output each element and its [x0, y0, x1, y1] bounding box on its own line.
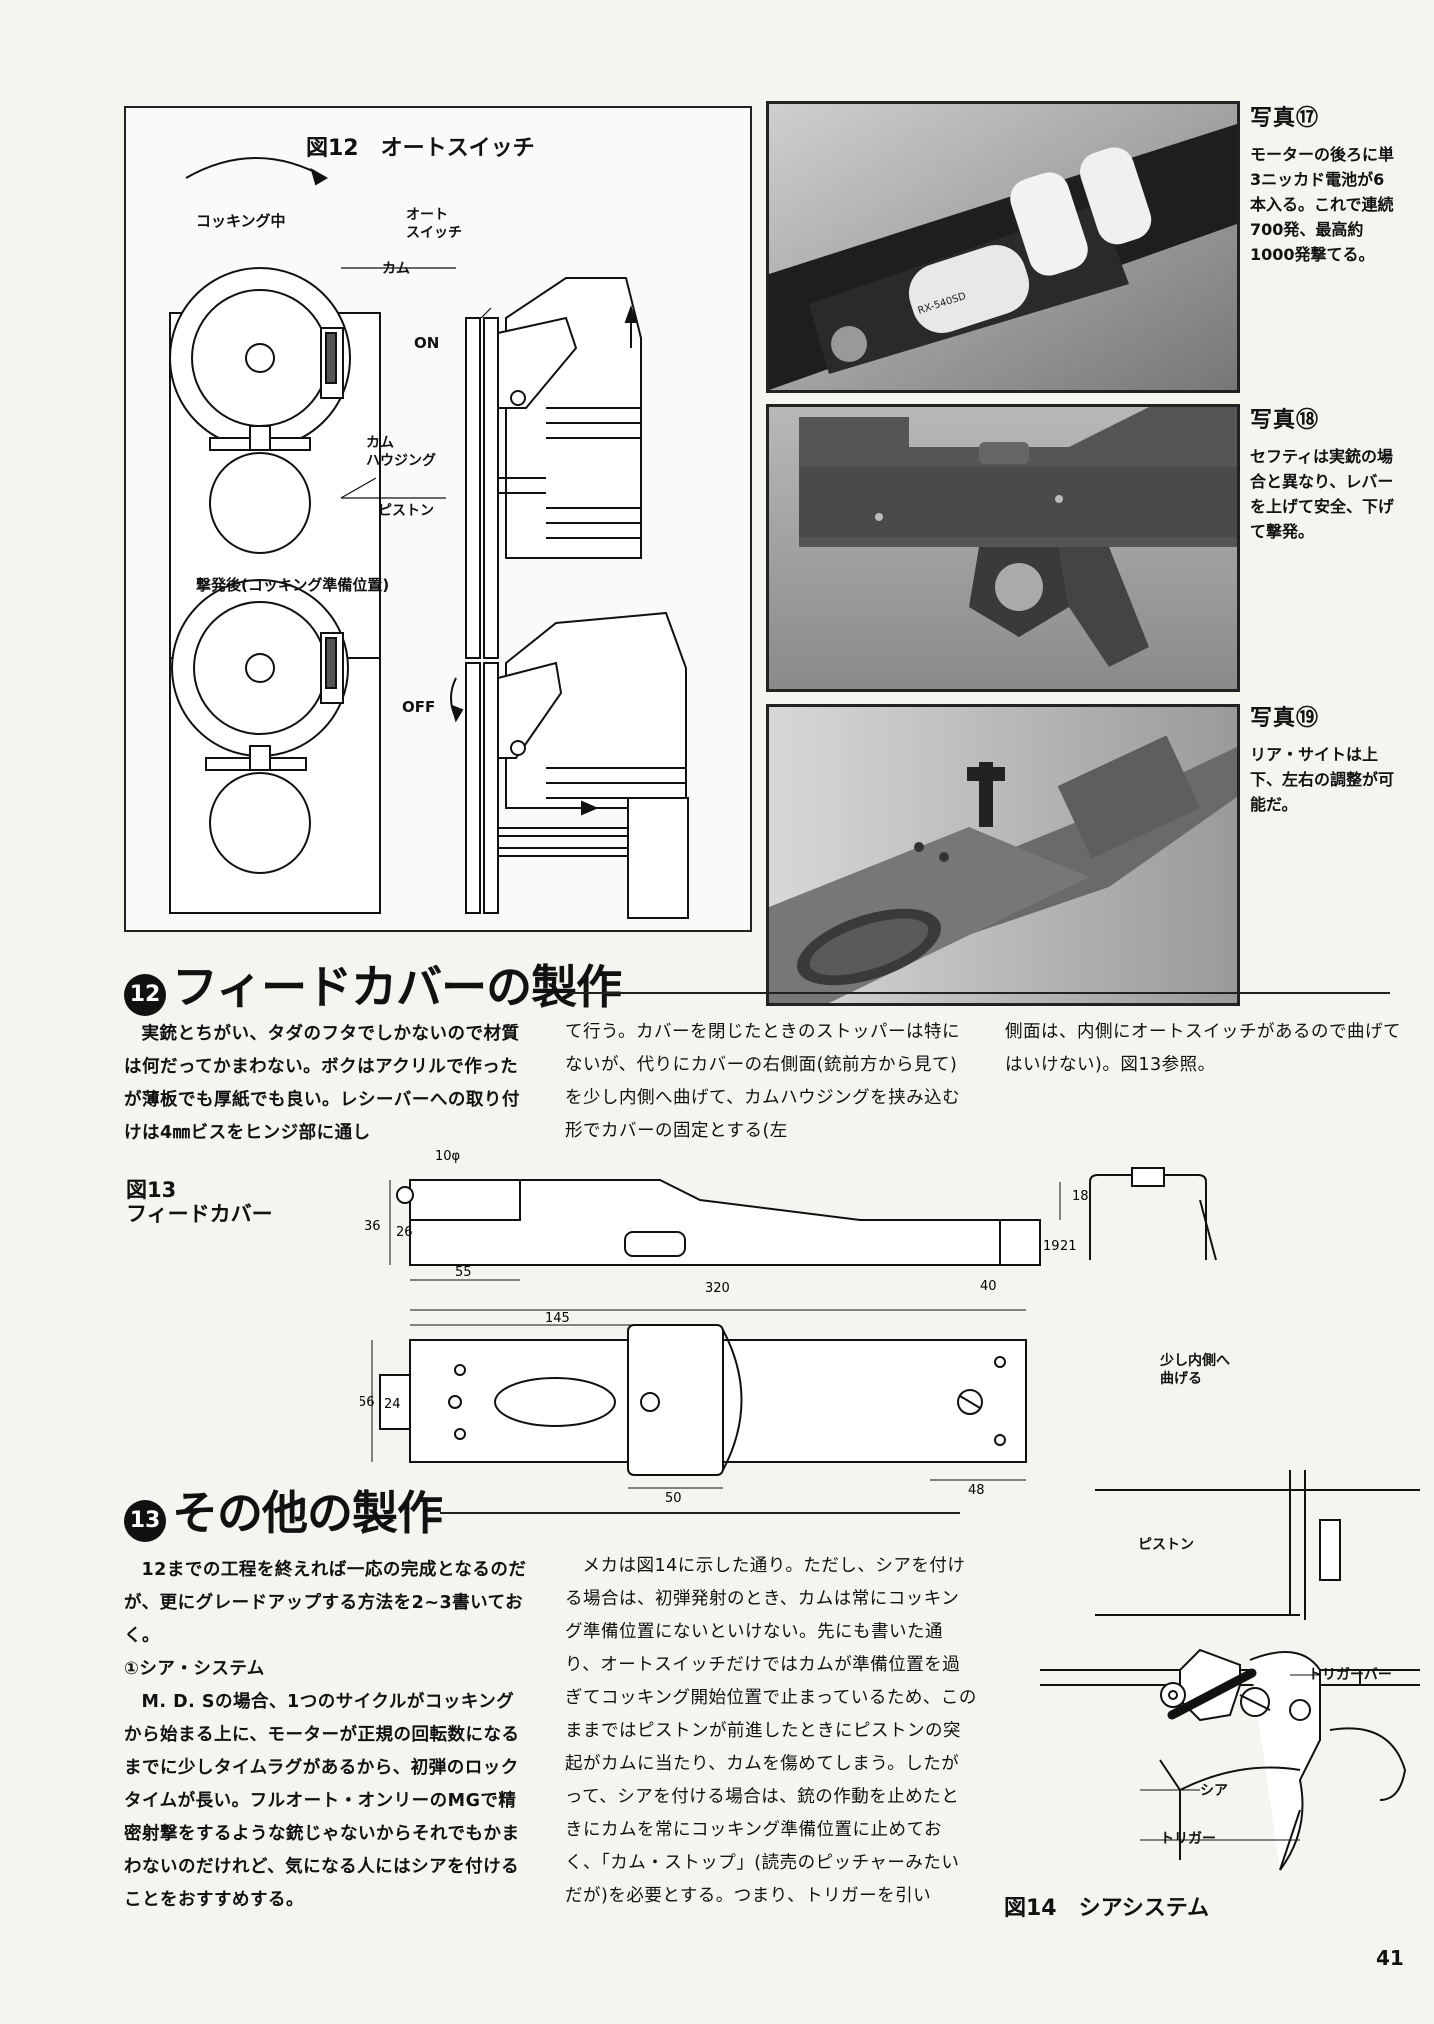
fig14-label-trigger-bar: トリガーバー [1308, 1667, 1392, 1683]
photo-19-title: 写真⑲ [1250, 706, 1320, 731]
section-13-subhead: ①シア・システム [124, 1659, 265, 1679]
dim-56: 56 [360, 1395, 375, 1410]
photo-19-text: リア・サイトは上下、左右の調整が可能だ。 [1250, 745, 1395, 814]
label-auto-switch: オート スイッチ [406, 207, 462, 241]
dim-145: 145 [545, 1311, 570, 1326]
fig14-label-trigger: トリガー [1160, 1831, 1216, 1847]
label-cocking: コッキング中 [196, 212, 286, 230]
section-13-number: 13 [124, 1499, 166, 1542]
figure-12-drawing [169, 157, 689, 919]
dim-26: 26 [396, 1225, 413, 1240]
section-13-body: M. D. Sの場合、1つのサイクルがコッキングから始まる上に、モーターが正規の… [124, 1692, 520, 1910]
dim-24: 24 [384, 1397, 401, 1412]
dim-36: 36 [364, 1219, 381, 1234]
section-12-rule [570, 992, 1390, 994]
dim-10: 10φ [435, 1149, 460, 1164]
page-number: 41 [1376, 1946, 1404, 1970]
dim-48: 48 [968, 1483, 985, 1498]
figure-13-title: 図13 フィードカバー [126, 1178, 273, 1226]
section-13-title: その他の製作 [172, 1486, 443, 1540]
label-cam: カム [382, 261, 410, 277]
figure-13-drawing: 10φ 36 26 55 320 145 40 18 19 21 56 24 5… [360, 1149, 1217, 1506]
section-12-title: フィードカバーの製作 [172, 960, 622, 1014]
dim-21: 21 [1060, 1239, 1077, 1254]
label-cam-housing: カム ハウジング [366, 435, 436, 469]
photo-19 [766, 704, 1240, 1006]
photo-17-title: 写真⑰ [1250, 106, 1320, 131]
label-after-fire: 撃発後(コッキング準備位置) [196, 576, 390, 594]
dim-320: 320 [705, 1281, 730, 1296]
photo-19-caption: 写真⑲ リア・サイトは上下、左右の調整が可能だ。 [1250, 700, 1400, 817]
section-13-rule [440, 1512, 960, 1514]
photo-17-image: RX-540SD [769, 104, 1237, 390]
fig14-label-piston: ピストン [1138, 1537, 1194, 1553]
cam-bottom [169, 579, 381, 914]
fig14-label-sear: シア [1200, 1783, 1228, 1799]
photo-18-image [769, 407, 1237, 689]
section-13-col2: メカは図14に示した通り。ただし、シアを付ける場合は、初弾発射のとき、カムは常に… [565, 1556, 977, 1906]
photo-18-caption: 写真⑱ セフティは実銃の場合と異なり、レバーを上げて安全、下げて撃発。 [1250, 402, 1400, 544]
photo-18 [766, 404, 1240, 692]
section-12-col3: 側面は、内側にオートスイッチがあるので曲げてはいけない)。図13参照。 [1005, 1022, 1401, 1075]
dim-50: 50 [665, 1491, 682, 1506]
photo-18-text: セフティは実銃の場合と異なり、レバーを上げて安全、下げて撃発。 [1250, 447, 1395, 541]
label-piston: ピストン [378, 503, 434, 519]
auto-switch-top [465, 277, 642, 659]
photo-17: RX-540SD [766, 101, 1240, 393]
label-off: OFF [402, 698, 436, 716]
section-12-number: 12 [124, 973, 166, 1016]
photo-19-image [769, 707, 1237, 1003]
dim-40: 40 [980, 1279, 997, 1294]
section-12-col2: て行う。カバーを閉じたときのストッパーは特にないが、代りにカバーの右側面(銃前方… [565, 1022, 961, 1141]
note-bend-inward: 少し内側へ 曲げる [1160, 1353, 1230, 1387]
dim-19: 19 [1043, 1239, 1060, 1254]
auto-switch-bottom [450, 611, 689, 919]
dim-18: 18 [1072, 1189, 1089, 1204]
label-on: ON [414, 334, 440, 352]
figure-14-title: 図14 シアシステム [1004, 1896, 1210, 1921]
photo-17-text: モーターの後ろに単3ニッカド電池が6本入る。これで連続700発、最高約1000発… [1250, 145, 1395, 264]
photo-17-caption: 写真⑰ モーターの後ろに単3ニッカド電池が6本入る。これで連続700発、最高約1… [1250, 100, 1400, 267]
photo-18-title: 写真⑱ [1250, 408, 1320, 433]
section-13-intro: 12までの工程を終えれば一応の完成となるのだが、更にグレードアップする方法を2~… [124, 1560, 527, 1646]
figure-12-title: 図12 オートスイッチ [306, 136, 535, 161]
section-13-col1: 12までの工程を終えれば一応の完成となるのだが、更にグレードアップする方法を2~… [124, 1554, 528, 1917]
dim-55: 55 [455, 1265, 472, 1280]
figure-14-drawing [1040, 1470, 1420, 1871]
section-12-col1: 実銃とちがい、タダのフタでしかないので材質は何だってかまわない。ボクはアクリルで… [124, 1024, 520, 1143]
figure-12: 図12 オートスイッチ コッキング中 オート スイッチ カム ON カム ハウジ… [124, 106, 752, 932]
